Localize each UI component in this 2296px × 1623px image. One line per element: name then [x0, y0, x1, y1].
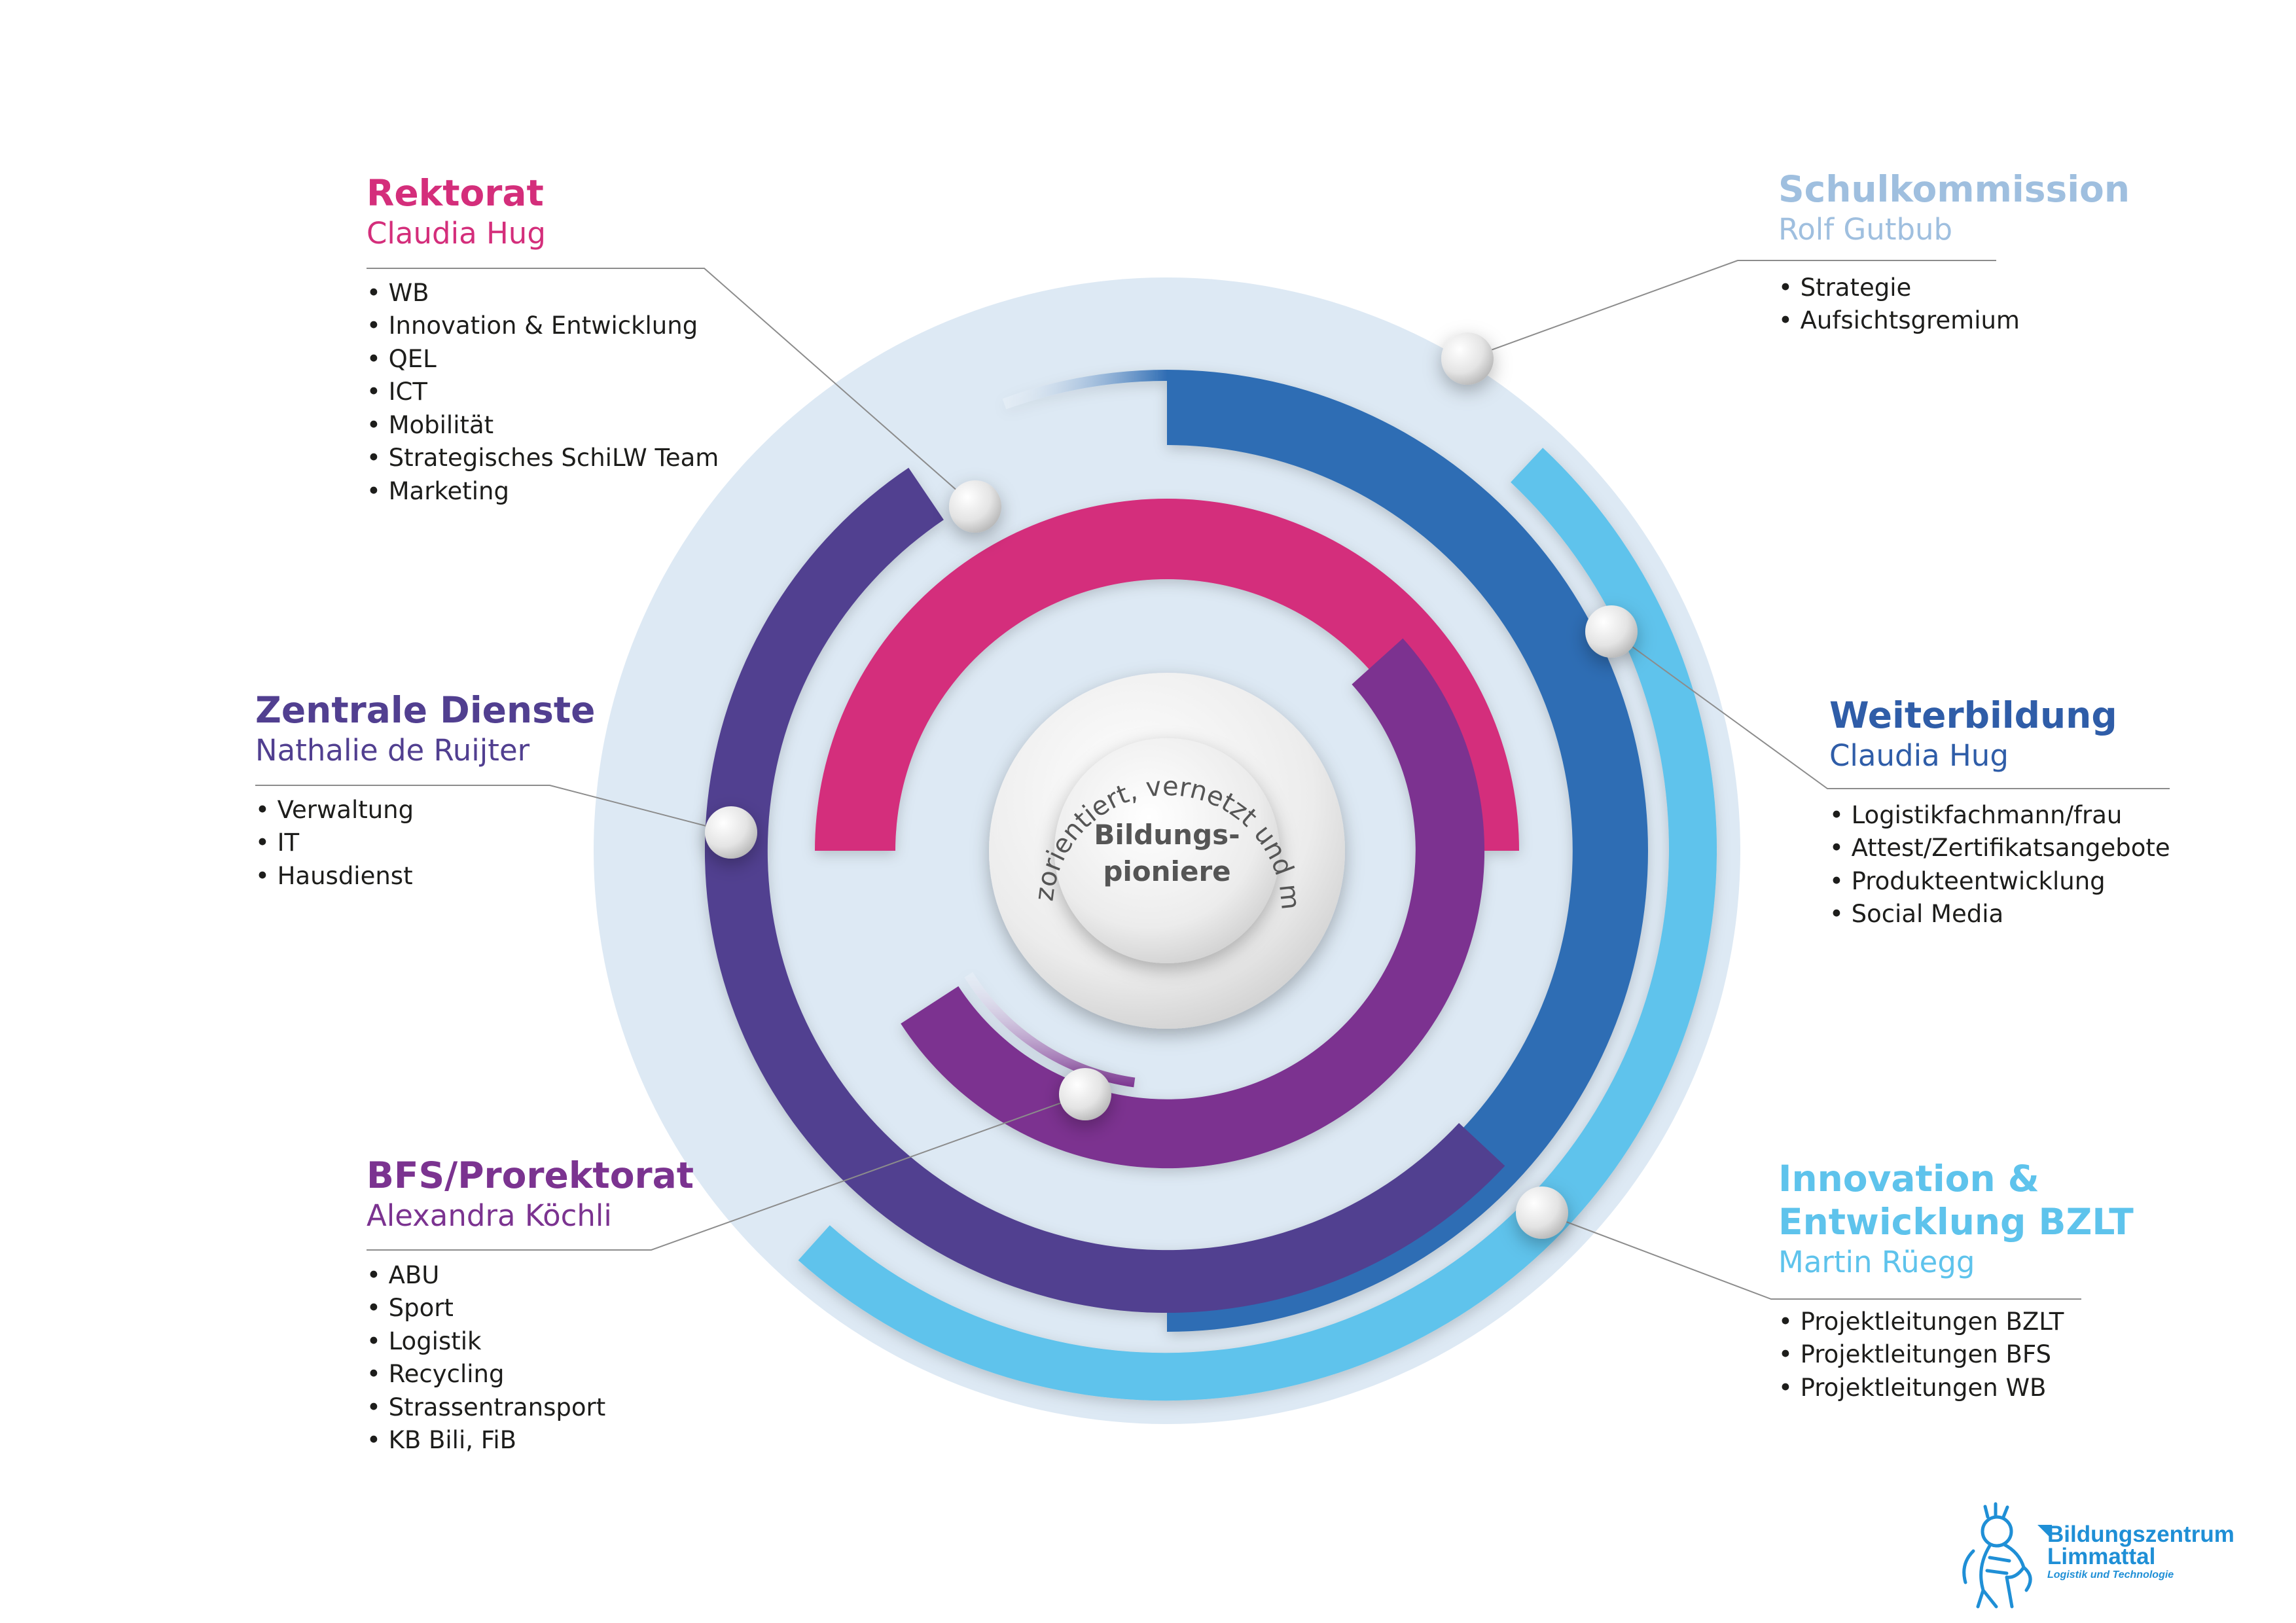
- unit-person-innovation: Martin Rüegg: [1778, 1245, 1975, 1279]
- list-item: ABU: [367, 1259, 694, 1293]
- lion-icon: [1962, 1502, 2032, 1609]
- list-item: Strategie: [1778, 272, 2130, 305]
- connector-line-innovation: [1541, 1212, 2081, 1300]
- center-label-line1: Bildungs-: [1094, 819, 1240, 851]
- unit-weiterbildung: Weiterbildung Claudia Hug Logistikfachma…: [1829, 694, 2170, 931]
- connector-knob-bfs: [1059, 1068, 1111, 1120]
- unit-bfs-prorektorat: BFS/Prorektorat Alexandra Köchli ABU Spo…: [367, 1154, 694, 1457]
- logo-name-line1: Bildungszentrum: [2047, 1522, 2234, 1547]
- list-item: IT: [255, 827, 595, 860]
- unit-items-zentrale-dienste: Verwaltung IT Hausdienst: [255, 794, 595, 893]
- unit-title-weiterbildung: Weiterbildung: [1829, 694, 2117, 736]
- connector-knob-weiterbildung: [1585, 605, 1638, 658]
- unit-person-weiterbildung: Claudia Hug: [1829, 738, 2009, 773]
- logo-tagline: Logistik und Technologie: [2047, 1569, 2174, 1580]
- unit-title-rektorat: Rektorat: [367, 172, 544, 214]
- ring-arc-innovation: [798, 448, 1717, 1401]
- list-item: Attest/Zertifikatsangebote: [1829, 832, 2170, 865]
- list-item: Verwaltung: [255, 794, 595, 827]
- unit-items-schulkommission: Strategie Aufsichtsgremium: [1778, 272, 2130, 338]
- list-item: Marketing: [367, 475, 719, 508]
- unit-title-bfs-prorektorat: BFS/Prorektorat: [367, 1154, 694, 1196]
- list-item: Logistikfachmann/frau: [1829, 799, 2170, 832]
- list-item: Projektleitungen WB: [1778, 1372, 2134, 1405]
- list-item: Projektleitungen BZLT: [1778, 1306, 2134, 1339]
- ring-arc-bfs: [901, 638, 1485, 1169]
- connector-line-zentrale: [255, 785, 732, 833]
- connector-line-weiterbildung: [1611, 631, 2170, 789]
- connector-knob-schulkommission: [1441, 332, 1494, 385]
- unit-items-rektorat: WB Innovation & Entwicklung QEL ICT Mobi…: [367, 277, 719, 508]
- ring-arc-rektorat: [815, 499, 1519, 851]
- ring-arc-zentrale: [704, 467, 1505, 1313]
- connector-knob-innovation: [1516, 1186, 1568, 1239]
- list-item: Projektleitungen BFS: [1778, 1338, 2134, 1372]
- unit-title-zentrale-dienste: Zentrale Dienste: [255, 689, 596, 731]
- unit-title-innovation-line2: Entwicklung BZLT: [1778, 1201, 2134, 1243]
- unit-schulkommission: Schulkommission Rolf Gutbub Strategie Au…: [1778, 168, 2130, 338]
- list-item: Aufsichtsgremium: [1778, 304, 2130, 338]
- unit-innovation-entwicklung: Innovation & Entwicklung BZLT Martin Rüe…: [1778, 1157, 2134, 1404]
- list-item: QEL: [367, 343, 719, 376]
- unit-items-weiterbildung: Logistikfachmann/frau Attest/Zertifikats…: [1829, 799, 2170, 931]
- list-item: Hausdienst: [255, 860, 595, 893]
- unit-items-innovation: Projektleitungen BZLT Projektleitungen B…: [1778, 1306, 2134, 1405]
- connector-knob-rektorat: [949, 480, 1001, 533]
- list-item: Produkteentwicklung: [1829, 865, 2170, 899]
- ring-arc-bfs-tail: [964, 972, 1136, 1088]
- unit-person-rektorat: Claudia Hug: [367, 216, 546, 251]
- connector-line-schulkommission: [1467, 260, 1996, 359]
- center-label-line2: pioniere: [1103, 855, 1230, 887]
- unit-rektorat: Rektorat Claudia Hug WB Innovation & Ent…: [367, 171, 719, 508]
- ring-arc-weiterbildung-tail: [1002, 370, 1167, 410]
- connector-knob-zentrale: [705, 806, 757, 859]
- list-item: Strategisches SchiLW Team: [367, 442, 719, 475]
- center-hub-inner: [1054, 738, 1280, 963]
- list-item: Logistik: [367, 1325, 694, 1359]
- list-item: WB: [367, 277, 719, 310]
- list-item: KB Bili, FiB: [367, 1424, 694, 1457]
- connector-line-bfs: [367, 1094, 1086, 1251]
- list-item: Recycling: [367, 1358, 694, 1391]
- unit-zentrale-dienste: Zentrale Dienste Nathalie de Ruijter Ver…: [255, 688, 595, 893]
- connector-line-rektorat: [367, 268, 976, 507]
- unit-person-zentrale-dienste: Nathalie de Ruijter: [255, 733, 530, 768]
- unit-items-bfs-prorektorat: ABU Sport Logistik Recycling Strassentra…: [367, 1259, 694, 1457]
- logo: Bildungszentrum Limmattal Logistik und T…: [1956, 1502, 2270, 1607]
- unit-person-bfs-prorektorat: Alexandra Köchli: [367, 1198, 612, 1233]
- list-item: Strassentransport: [367, 1391, 694, 1425]
- ring-arc-weiterbildung: [1167, 370, 1648, 1332]
- list-item: Mobilität: [367, 409, 719, 442]
- unit-title-schulkommission: Schulkommission: [1778, 168, 2130, 210]
- list-item: ICT: [367, 376, 719, 409]
- list-item: Innovation & Entwicklung: [367, 310, 719, 343]
- list-item: Social Media: [1829, 898, 2170, 931]
- unit-person-schulkommission: Rolf Gutbub: [1778, 212, 1953, 247]
- logo-name-line2: Limmattal: [2047, 1544, 2156, 1569]
- unit-title-innovation-line1: Innovation &: [1778, 1158, 2039, 1200]
- logo-flag-icon: [2037, 1525, 2052, 1539]
- list-item: Sport: [367, 1292, 694, 1325]
